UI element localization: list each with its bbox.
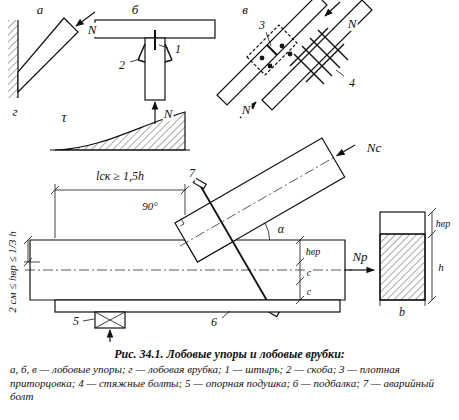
label: 4 [348,77,356,90]
illustration [8,0,436,342]
figure-caption: а, б, в — лобовые упоры; г — лобовая вру… [10,363,449,403]
abutment-v [266,32,271,46]
notch-joint [345,269,374,270]
cross-section [380,212,425,300]
abutment-b [154,102,155,124]
notch-joint [55,300,340,312]
cross-section [380,300,381,306]
notch-joint [175,138,345,262]
label: в [241,3,249,17]
notch-joint [24,236,32,266]
label: N [241,103,252,117]
notch-joint [296,236,304,304]
abutment-v [288,52,292,56]
abutment-v [217,0,372,118]
notch-joint [222,311,230,318]
cross-section [380,208,436,306]
label: 7 [188,167,196,180]
label: b [398,306,406,319]
label: Nc [366,141,382,155]
abutment-v [280,44,284,48]
label: c [306,267,312,278]
abutment-a [8,20,18,98]
abutment-b [130,59,140,62]
cross-section [380,208,436,306]
label: а [36,3,45,17]
abutment-v [262,0,372,110]
label: hвр [305,246,321,257]
abutment-a [8,12,95,98]
notch-joint [337,145,355,156]
label: N [163,107,174,121]
notch-joint [185,184,186,215]
label: 6 [210,316,218,329]
abutment-b [159,45,168,48]
label: б [131,3,140,17]
notch-joint [300,240,301,300]
cross-section [425,300,426,306]
abutment-v [247,25,297,75]
label: h [437,261,445,273]
label: α [277,223,285,236]
label: lск ≥ 1,5h [95,170,145,183]
abutment-v [290,28,348,84]
shear-stress-diagram [50,149,190,150]
label: c [306,286,312,297]
notch-joint [200,185,273,311]
label: N [87,23,98,37]
cross-section [380,233,425,234]
cross-section [380,234,425,300]
notch-joint [25,270,352,271]
figure-title: Рис. 34.1. Лобовые упоры и лобовые врубк… [10,347,449,361]
label: 2 [118,59,126,72]
notch-joint [28,240,29,262]
label: hвр [435,218,451,229]
label: τ [60,110,67,125]
label: 2 см ≤ hвр ≤ 1/3 h [6,230,18,313]
notch-joint [180,155,338,246]
abutment-a [18,18,78,92]
notch-joint [265,223,270,240]
notch-joint [24,138,374,342]
notch-joint [95,312,125,328]
abutment-v [325,2,340,16]
notch-joint [24,184,304,304]
abutment-v [306,44,344,82]
abutment-v [336,70,344,76]
notch-joint [83,319,94,321]
abutment-v [290,28,328,66]
cross-section [432,212,433,300]
label: 5 [72,315,80,328]
label: 90° [141,200,158,212]
label: г [11,105,18,119]
notch-joint [55,190,185,191]
abutment-b [138,44,172,62]
notch-joint [180,219,184,226]
abutment-b [154,30,156,50]
notch-joint [109,330,110,342]
abutment-v [260,56,264,60]
label: 1 [174,43,182,56]
notch-joint [24,262,40,263]
abutment-b [95,20,215,124]
label: 3 [258,19,266,32]
notch-joint [55,184,56,238]
notch-joint [95,312,125,328]
abutment-v [240,102,256,118]
label: N [347,17,358,31]
notch-joint [51,186,189,194]
abutment-v [268,64,272,68]
abutment-v [267,45,277,55]
label: Np [351,250,368,264]
